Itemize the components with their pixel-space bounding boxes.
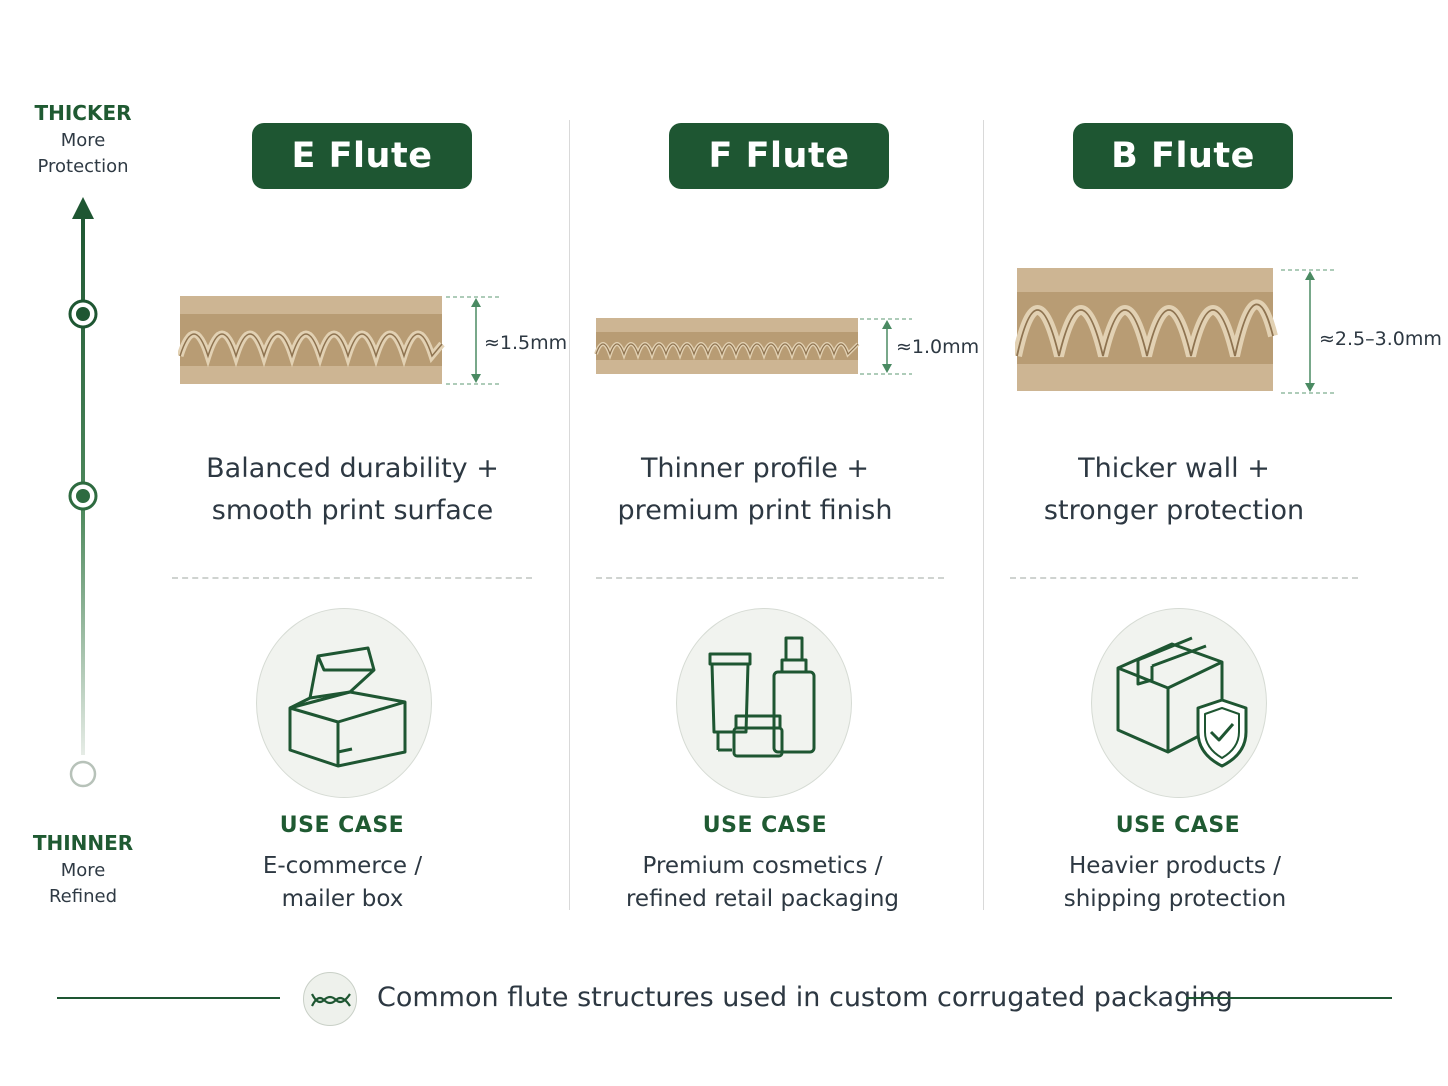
shipping-box-shield-icon — [1116, 636, 1248, 768]
column-separator — [569, 120, 570, 910]
e-flute-desc-1: Balanced durability + — [206, 453, 499, 484]
f-flute-use-case-2: refined retail packaging — [625, 886, 900, 912]
b-flute-use-case-1: Heavier products / — [1069, 853, 1281, 879]
thickness-scale — [68, 197, 98, 788]
scale-top-sub1: More — [60, 130, 106, 151]
b-flute-thickness: ≈2.5–3.0mm — [1319, 328, 1442, 350]
mailer-box-icon — [288, 646, 407, 768]
b-flute-desc-1: Thicker wall + — [1078, 453, 1270, 484]
footer-caption: Common flute structures used in custom c… — [377, 982, 1233, 1013]
scale-arrow-up-icon — [72, 197, 94, 219]
e-flute-use-case-2: mailer box — [281, 886, 404, 912]
e-flute-title: E Flute — [252, 123, 472, 189]
f-flute-icon-circle — [676, 608, 852, 798]
e-flute-desc-2: smooth print surface — [211, 495, 494, 526]
shield-icon — [1196, 698, 1248, 768]
f-flute-title: F Flute — [669, 123, 889, 189]
scale-bottom-title: THINNER — [32, 831, 134, 855]
b-flute-use-case-label: USE CASE — [1115, 813, 1241, 838]
f-flute-thickness: ≈1.0mm — [896, 336, 980, 358]
e-flute-use-case-label: USE CASE — [279, 813, 405, 838]
b-flute-title: B Flute — [1073, 123, 1293, 189]
cosmetics-icon — [708, 636, 816, 758]
divider — [596, 577, 944, 579]
f-flute-desc-1: Thinner profile + — [640, 453, 870, 484]
scale-marker-f-icon — [69, 760, 97, 788]
b-flute-use-case-2: shipping protection — [1063, 886, 1287, 912]
flute-wave-icon — [303, 972, 357, 1026]
e-flute-thickness: ≈1.5mm — [484, 332, 568, 354]
b-flute-desc-2: stronger protection — [1043, 495, 1305, 526]
scale-top-title: THICKER — [34, 101, 132, 125]
divider — [1010, 577, 1358, 579]
scale-marker-b-icon — [68, 299, 98, 329]
b-flute-cross-section — [1015, 268, 1335, 394]
footer-rule-right — [1186, 997, 1392, 999]
f-flute-desc-2: premium print finish — [617, 495, 893, 526]
column-separator — [983, 120, 984, 910]
scale-top-sub2: Protection — [37, 156, 129, 177]
e-flute-cross-section — [178, 296, 500, 385]
f-flute-cross-section — [594, 318, 912, 375]
scale-marker-e-icon — [68, 481, 98, 511]
divider — [172, 577, 532, 579]
b-flute-icon-circle — [1091, 608, 1267, 798]
footer-rule-left — [57, 997, 280, 999]
scale-bottom-sub2: Refined — [48, 886, 118, 907]
f-flute-use-case-label: USE CASE — [702, 813, 828, 838]
e-flute-use-case-1: E-commerce / — [262, 853, 423, 879]
scale-bottom-sub1: More — [60, 860, 106, 881]
f-flute-use-case-1: Premium cosmetics / — [642, 853, 883, 879]
